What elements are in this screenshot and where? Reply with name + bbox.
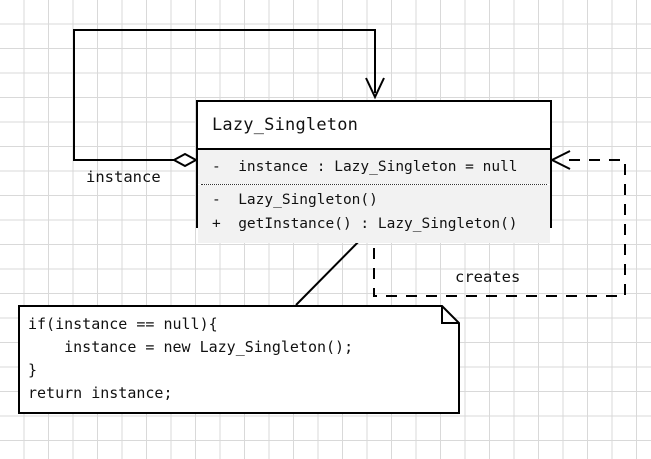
- operation-row: + getInstance() : Lazy_Singleton(): [212, 216, 518, 233]
- operations-compartment: - Lazy_Singleton() + getInstance() : Laz…: [198, 184, 550, 243]
- dependency-connector-creates[interactable]: [373, 150, 626, 297]
- open-arrow-head-left: [549, 150, 571, 170]
- attribute-row: - instance : Lazy_Singleton = null: [212, 159, 518, 175]
- note-code-text: if(instance == null){ instance = new Laz…: [28, 315, 354, 402]
- note-folded-corner-icon: [441, 305, 460, 324]
- hollow-diamond-marker: [171, 152, 199, 168]
- class-name: Lazy_Singleton: [198, 102, 550, 148]
- note-box[interactable]: if(instance == null){ instance = new Laz…: [18, 305, 460, 414]
- edge-label-instance: instance: [86, 168, 161, 186]
- class-box-lazy-singleton[interactable]: Lazy_Singleton - instance : Lazy_Singlet…: [196, 100, 552, 243]
- attributes-compartment: - instance : Lazy_Singleton = null: [198, 150, 550, 184]
- open-arrow-head-down: [365, 77, 385, 100]
- operation-row: - Lazy_Singleton(): [212, 191, 378, 208]
- note-body: [18, 305, 460, 414]
- edge-label-creates: creates: [455, 268, 521, 286]
- aggregation-connector-instance[interactable]: [73, 29, 385, 168]
- class-compartment-divider: [198, 148, 550, 150]
- attribute-operation-divider: [201, 183, 547, 185]
